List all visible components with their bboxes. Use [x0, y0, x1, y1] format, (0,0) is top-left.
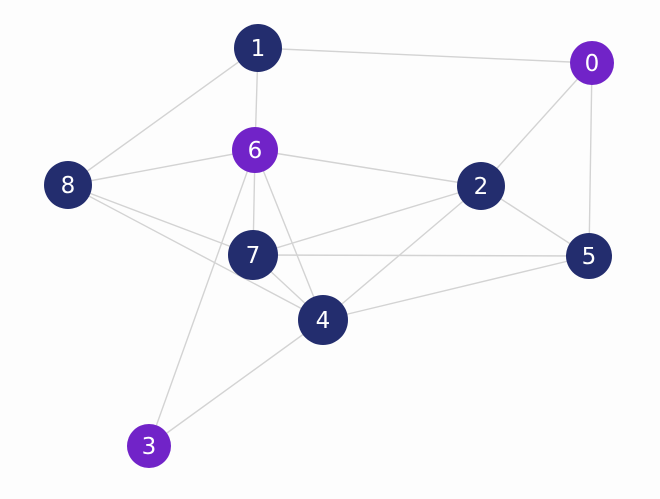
graph-node-circle[interactable]: [298, 295, 348, 345]
graph-edge: [254, 149, 482, 187]
edge-layer: [67, 47, 593, 447]
graph-edge: [67, 47, 259, 186]
graph-node-circle[interactable]: [566, 233, 612, 279]
graph-node-7[interactable]: 7: [228, 230, 278, 280]
graph-node-circle[interactable]: [228, 230, 278, 280]
graph-node-4[interactable]: 4: [298, 295, 348, 345]
graph-node-circle[interactable]: [457, 162, 505, 210]
graph-edge: [588, 62, 593, 257]
graph-edge: [148, 149, 256, 447]
graph-edge: [480, 62, 593, 187]
graph-node-5[interactable]: 5: [566, 233, 612, 279]
graph-edge: [322, 255, 590, 321]
graph-node-2[interactable]: 2: [457, 162, 505, 210]
graph-edge: [148, 319, 324, 447]
graph-node-circle[interactable]: [234, 24, 282, 72]
graph-edge: [254, 149, 324, 321]
graph-edge: [322, 185, 482, 321]
graph-node-0[interactable]: 0: [570, 41, 614, 85]
graph-node-6[interactable]: 6: [232, 127, 278, 173]
graph-node-circle[interactable]: [570, 41, 614, 85]
graph-edge: [67, 184, 324, 321]
graph-node-1[interactable]: 1: [234, 24, 282, 72]
graph-node-3[interactable]: 3: [127, 424, 171, 468]
graph-edge: [252, 185, 482, 256]
graph-edge: [67, 184, 254, 256]
graph-edge: [257, 47, 593, 64]
graph-edge: [252, 254, 590, 257]
graph-edge: [67, 149, 256, 186]
graph-node-circle[interactable]: [127, 424, 171, 468]
graph-node-8[interactable]: 8: [44, 161, 92, 209]
graph-node-circle[interactable]: [232, 127, 278, 173]
node-layer: 0 1 2 3 4 5 6 7 8: [44, 24, 614, 468]
graph-node-circle[interactable]: [44, 161, 92, 209]
